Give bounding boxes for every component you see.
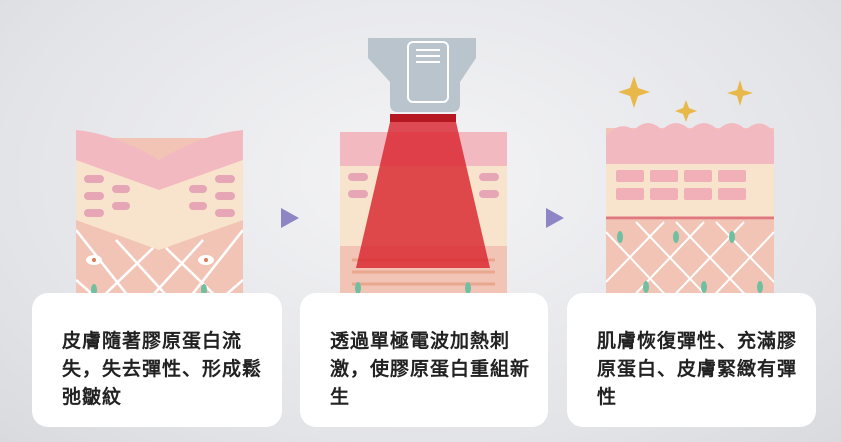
step-card-3: 肌膚恢復彈性、充滿膠原蛋白、皮膚緊緻有彈性	[567, 293, 816, 427]
next-arrow-icon	[546, 208, 564, 228]
step-card-2: 透過單極電波加熱刺激，使膠原蛋白重組新生	[300, 293, 548, 427]
restored-skin-illustration	[605, 72, 775, 310]
step-description: 皮膚隨著膠原蛋白流失，失去彈性、形成鬆弛皺紋	[62, 330, 263, 408]
aging-skin-illustration	[75, 130, 244, 310]
step-description: 肌膚恢復彈性、充滿膠原蛋白、皮膚緊緻有彈性	[597, 330, 798, 408]
next-arrow-icon	[281, 208, 299, 228]
step-description: 透過單極電波加熱刺激，使膠原蛋白重組新生	[330, 330, 531, 408]
rf-treatment-illustration	[340, 38, 507, 310]
step-card-1: 皮膚隨著膠原蛋白流失，失去彈性、形成鬆弛皺紋	[32, 293, 282, 427]
